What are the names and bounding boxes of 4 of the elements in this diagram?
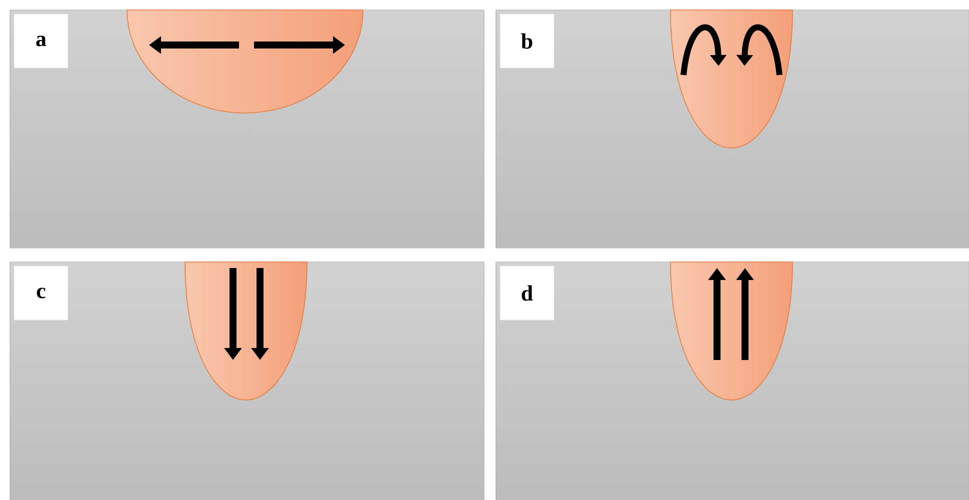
panel-label: d <box>500 266 554 320</box>
panel-label: a <box>14 14 68 68</box>
panel-label: b <box>500 14 554 68</box>
panel-label: c <box>14 266 68 320</box>
